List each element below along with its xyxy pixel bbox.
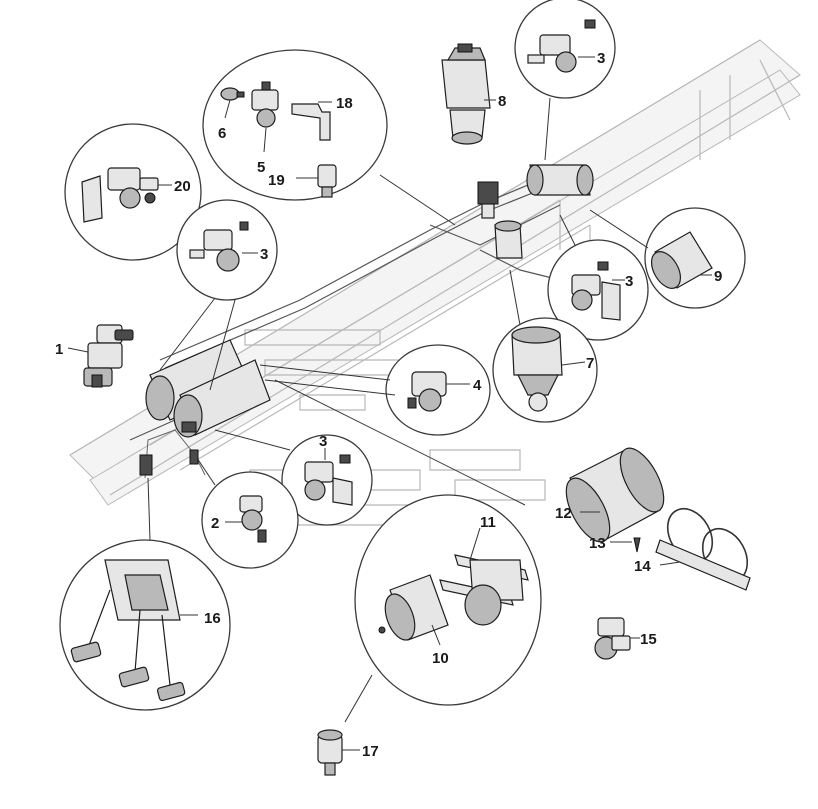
label-2: 2	[211, 515, 219, 532]
part-3-valve-center	[304, 448, 353, 506]
part-7-brake-chamber	[511, 326, 586, 412]
label-18: 18	[336, 95, 353, 112]
detail-circle-16	[59, 539, 231, 711]
part-3-valve-right	[571, 261, 625, 321]
part-18-elbow-fitting	[291, 101, 332, 141]
part-1-hand-brake-valve	[67, 324, 134, 388]
label-8: 8	[498, 93, 506, 110]
detail-circle-10-11	[354, 494, 542, 706]
part-19-sensor	[296, 164, 337, 198]
label-7: 7	[586, 355, 594, 372]
label-19: 19	[268, 172, 285, 189]
part-13-drain-valve	[610, 537, 641, 553]
label-6: 6	[218, 125, 226, 142]
part-3-valve-top	[527, 19, 596, 73]
pedal-wiring	[139, 429, 206, 479]
part-17-pressure-switch	[317, 729, 360, 776]
label-12: 12	[555, 505, 572, 522]
label-17: 17	[362, 743, 379, 760]
label-20: 20	[174, 178, 191, 195]
label-13: 13	[589, 535, 606, 552]
part-2-brake-valve	[225, 495, 267, 543]
callout-leader-lines	[147, 97, 649, 723]
part-10-air-tank	[378, 574, 449, 646]
part-6-connector	[220, 87, 245, 119]
label-3-left: 3	[260, 246, 268, 263]
part-15-valve	[594, 617, 640, 660]
detail-circle-5-6-18-19	[202, 49, 388, 201]
label-9: 9	[714, 268, 722, 285]
part-11-bracket	[439, 527, 529, 626]
part-9-air-tank	[650, 231, 713, 289]
label-15: 15	[640, 631, 657, 648]
part-14-tank-straps	[655, 507, 751, 591]
label-3-top: 3	[597, 50, 605, 67]
part-4-relay-valve	[407, 371, 470, 412]
part-12-air-tank	[565, 447, 665, 543]
label-14: 14	[634, 558, 651, 575]
label-16: 16	[204, 610, 221, 627]
label-5: 5	[257, 159, 265, 176]
part-16-pedal-assembly	[70, 559, 198, 702]
label-3-right: 3	[625, 273, 633, 290]
label-4: 4	[473, 377, 482, 394]
part-8-air-dryer	[441, 43, 496, 145]
label-11: 11	[480, 514, 496, 531]
label-3-center: 3	[319, 433, 327, 450]
callout-labels: 1 2 3 3 3 3 4 5 6 7 8 9 10 11 12 13 14 1…	[55, 50, 722, 760]
frame-air-tanks	[145, 164, 594, 438]
label-1: 1	[55, 341, 63, 358]
part-3-valve-left	[189, 221, 258, 272]
part-20-valve	[81, 167, 172, 223]
label-10: 10	[432, 650, 449, 667]
part-5-valve	[251, 81, 279, 153]
